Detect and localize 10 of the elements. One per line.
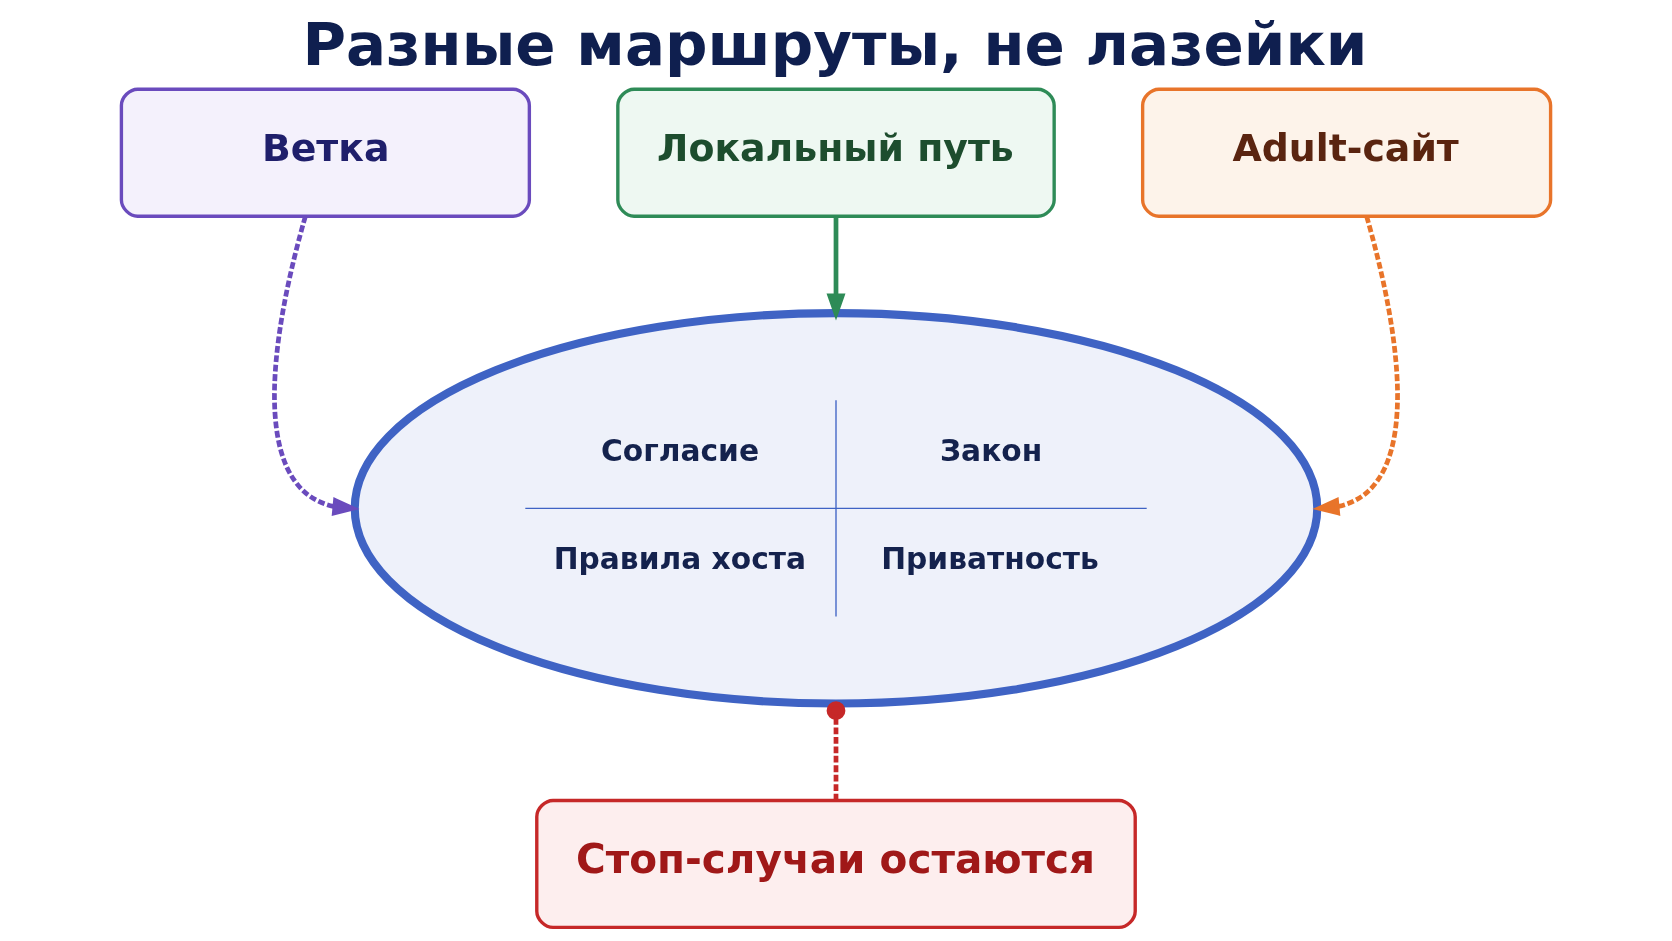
- node-box: Локальный путь: [616, 87, 1056, 218]
- node-box: Стоп-случаи остаются: [535, 798, 1137, 930]
- arrow: [826, 216, 846, 321]
- arrow: [272, 215, 360, 516]
- diagram-title: Разные маршруты, не лазейки: [302, 10, 1368, 80]
- connector: [826, 701, 846, 801]
- arrow: [1312, 215, 1400, 516]
- node-ellipse: Согласие Закон Правила хоста Приватность: [350, 309, 1322, 708]
- node-box: Ветка: [119, 87, 532, 218]
- node-box: Adult-сайт: [1140, 87, 1553, 218]
